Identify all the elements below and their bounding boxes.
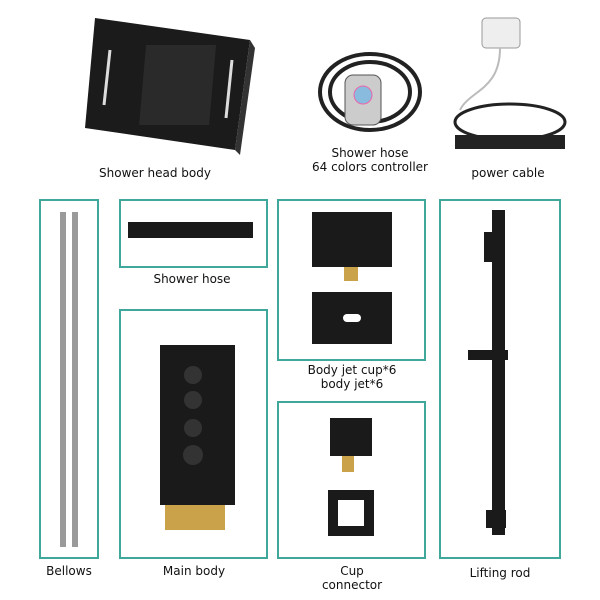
- shower-hose-frame: [119, 199, 268, 268]
- label-shower-head-body: Shower head body: [99, 166, 211, 180]
- label-main-body: Main body: [162, 564, 226, 578]
- shower-head-image: [85, 18, 255, 155]
- main-body-frame: [119, 309, 268, 559]
- body-jet-frame: [277, 199, 426, 361]
- label-body-jet-line2: body jet*6: [320, 377, 384, 391]
- label-controller-line1: Shower hose: [331, 146, 409, 160]
- label-controller: Shower hose 64 colors controller: [312, 146, 428, 174]
- label-cup-line1: Cup: [340, 564, 364, 578]
- label-controller-line2: 64 colors controller: [312, 160, 428, 174]
- label-cup-connector: Cup connector: [322, 564, 382, 592]
- label-cup-line2: connector: [321, 578, 383, 592]
- power-cable-image: [453, 17, 567, 149]
- lifting-rod-frame: [439, 199, 561, 559]
- controller-hose-image: [318, 52, 422, 132]
- cup-connector-frame: [277, 401, 426, 559]
- label-body-jet-line1: Body jet cup*6: [307, 363, 397, 377]
- label-power-cable: power cable: [471, 166, 545, 180]
- label-bellows: Bellows: [46, 564, 92, 578]
- label-lifting-rod: Lifting rod: [469, 566, 531, 580]
- label-shower-hose: Shower hose: [153, 272, 231, 286]
- label-body-jet: Body jet cup*6 body jet*6: [308, 363, 397, 391]
- bellows-frame: [39, 199, 99, 559]
